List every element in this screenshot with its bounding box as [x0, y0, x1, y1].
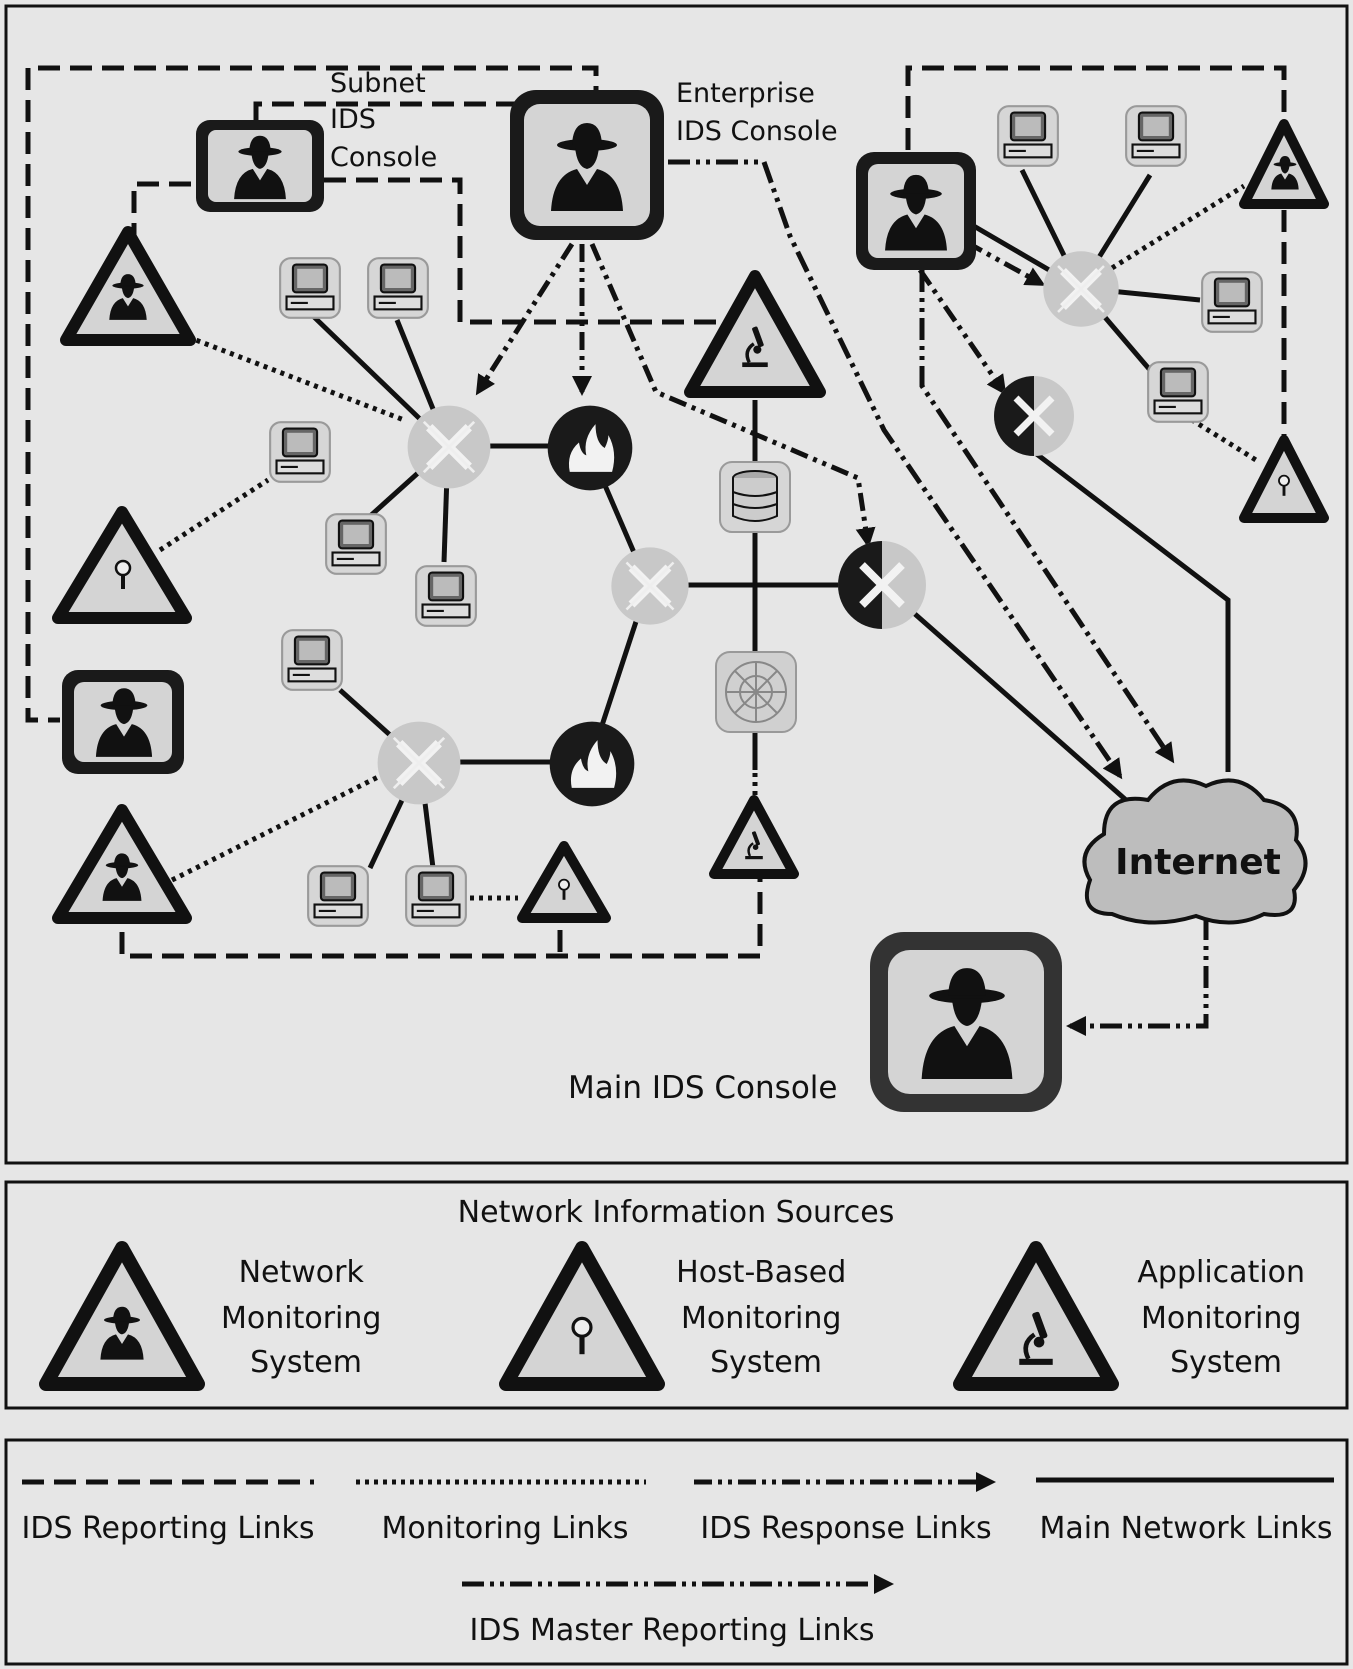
workstation-icon	[1147, 361, 1209, 423]
response-link-label: IDS Response Links	[700, 1511, 991, 1546]
link-legend-panel-frame	[4, 1438, 1349, 1666]
host-monitoring-sensor[interactable]	[517, 841, 611, 923]
main-console-label: Main IDS Console	[568, 1070, 837, 1106]
legend-master-reporting: IDS Master Reporting Links	[462, 1574, 894, 1648]
host-monitoring-legend-icon	[499, 1241, 665, 1391]
subnet-ids-console[interactable]	[196, 120, 324, 212]
workstation-icon	[279, 257, 341, 319]
firewall-icon	[547, 405, 633, 491]
ids-master-reporting-links	[668, 159, 1209, 1036]
application-monitoring-sensor[interactable]	[709, 795, 799, 879]
network-monitoring-sensor[interactable]	[60, 226, 196, 346]
subnet-console-label: Subnet IDS Console	[330, 68, 437, 173]
host-monitoring-legend-label: Host-Based Monitoring System	[676, 1255, 856, 1380]
workstation-icon	[325, 513, 387, 575]
info-sources-title: Network Information Sources	[458, 1195, 895, 1230]
hub-icon	[408, 406, 491, 489]
router-icon	[611, 547, 688, 624]
ids-reporting-links	[25, 65, 1287, 959]
enterprise-console-label: Enterprise IDS Console	[676, 78, 838, 147]
workstation-icon	[1125, 105, 1187, 167]
monitoring-links	[158, 183, 1258, 901]
workstation-icon	[405, 865, 467, 927]
network-panel-frame	[4, 4, 1349, 1165]
info-sources-panel-frame	[4, 1180, 1349, 1410]
main-ids-console[interactable]	[870, 932, 1062, 1112]
remote-ids-console[interactable]	[856, 152, 976, 270]
workstation-icon	[1201, 271, 1263, 333]
hub-icon	[1043, 251, 1118, 326]
workstation-icon	[269, 421, 331, 483]
gateway-router-icon	[994, 376, 1074, 456]
workstation-icon	[281, 629, 343, 691]
internet-cloud: Internet	[1082, 778, 1308, 925]
reporting-link-label: IDS Reporting Links	[22, 1511, 315, 1546]
application-monitoring-legend-icon	[953, 1241, 1119, 1391]
lower-subnet-ids-console[interactable]	[62, 670, 184, 774]
workstation-icon	[367, 257, 429, 319]
internet-label: Internet	[1115, 842, 1281, 883]
workstation-icon	[415, 565, 477, 627]
workstation-icon	[307, 865, 369, 927]
hub-icon	[378, 722, 461, 805]
application-monitoring-legend-label: Application Monitoring System	[1137, 1255, 1314, 1380]
legend-main-network: Main Network Links	[1036, 1477, 1334, 1546]
legend-response: IDS Response Links	[694, 1472, 996, 1546]
enterprise-ids-console[interactable]	[510, 90, 664, 240]
gateway-router-icon	[838, 541, 926, 629]
database-server-icon	[719, 461, 791, 533]
master-reporting-link-label: IDS Master Reporting Links	[470, 1613, 875, 1648]
ids-response-links	[475, 239, 1046, 548]
network-monitoring-sensor[interactable]	[1239, 119, 1329, 209]
workstation-icon	[997, 105, 1059, 167]
web-server-icon	[715, 651, 797, 733]
network-monitoring-legend-label: Network Monitoring System	[221, 1255, 391, 1380]
application-monitoring-sensor[interactable]	[684, 270, 826, 398]
host-monitoring-sensor[interactable]	[52, 506, 192, 624]
host-monitoring-sensor[interactable]	[1239, 435, 1329, 523]
network-monitoring-sensor[interactable]	[52, 804, 192, 924]
firewall-icon	[549, 721, 635, 807]
network-monitoring-legend-icon	[39, 1241, 205, 1391]
main-network-link-label: Main Network Links	[1039, 1511, 1332, 1546]
legend-monitoring: Monitoring Links	[356, 1479, 646, 1546]
legend-reporting: IDS Reporting Links	[22, 1479, 315, 1546]
monitoring-link-label: Monitoring Links	[381, 1511, 628, 1546]
